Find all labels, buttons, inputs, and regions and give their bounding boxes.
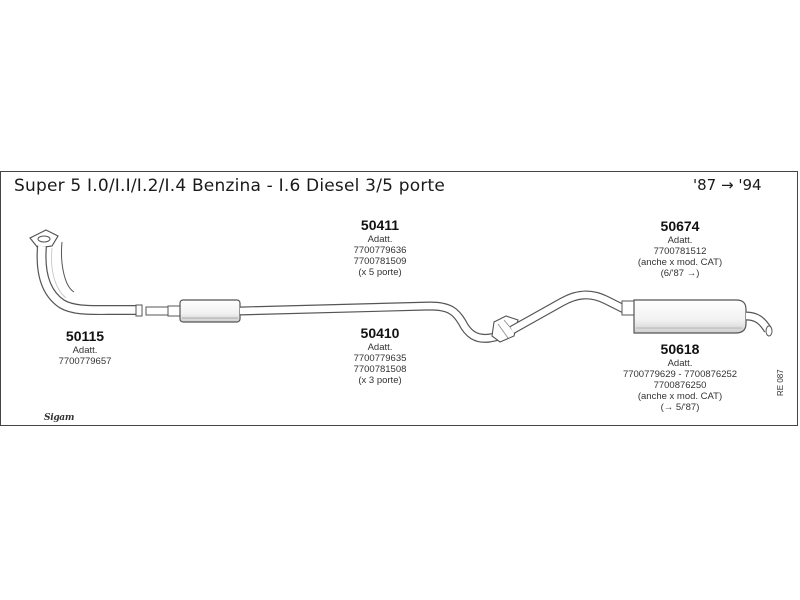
part-detail: 7700779635 [353,353,407,364]
part-detail: (anche x mod. CAT) [637,257,723,268]
part-label-50674: 50674 Adatt. 7700781512 (anche x mod. CA… [620,218,740,279]
part-detail: 7700779636 [353,245,407,256]
model-years: '87 → '94 [693,176,762,194]
part-detail: Adatt. [367,234,393,245]
front-pipe-50115 [29,229,143,317]
part-detail: Adatt. [667,235,693,246]
diagram-frame [0,171,798,426]
part-detail: (anche x mod. CAT) [637,391,723,402]
part-detail: Adatt. [367,342,393,353]
part-detail: (→ 5/'87) [660,402,700,413]
part-detail: 7700781509 [353,256,407,267]
diagram-title: Super 5 I.0/I.I/I.2/I.4 Benzina - I.6 Di… [14,176,446,196]
part-detail: 7700876250 [653,380,707,391]
part-detail: 7700781508 [353,364,407,375]
brand-logo: Sigam [44,413,75,423]
part-code: 50411 [360,217,400,233]
part-detail: (x 3 porte) [358,375,402,386]
part-detail: Adatt. [72,345,98,356]
part-detail: 7700779629 - 7700876252 [622,369,738,380]
rear-section-50674-50618 [509,290,773,337]
part-code: 50115 [65,328,105,344]
part-detail: (6/'87 →) [660,268,700,279]
part-detail: Adatt. [667,358,693,369]
part-detail: (x 5 porte) [358,267,402,278]
part-label-50115: 50115 Adatt. 7700779657 [40,328,130,367]
part-code: 50410 [360,325,400,341]
middle-section-50410-50411 [145,299,519,343]
part-label-50618: 50618 Adatt. 7700779629 - 7700876252 770… [595,341,765,413]
part-detail: 7700779657 [58,356,112,367]
part-code: 50618 [660,341,700,357]
part-label-50410: 50410 Adatt. 7700779635 7700781508 (x 3 … [335,325,425,386]
reference-code: RE 087 [776,369,785,396]
part-label-50411: 50411 Adatt. 7700779636 7700781509 (x 5 … [335,217,425,278]
reference-code-wrap: RE 087 [776,369,786,436]
part-detail: 7700781512 [653,246,707,257]
part-code: 50674 [660,218,700,234]
